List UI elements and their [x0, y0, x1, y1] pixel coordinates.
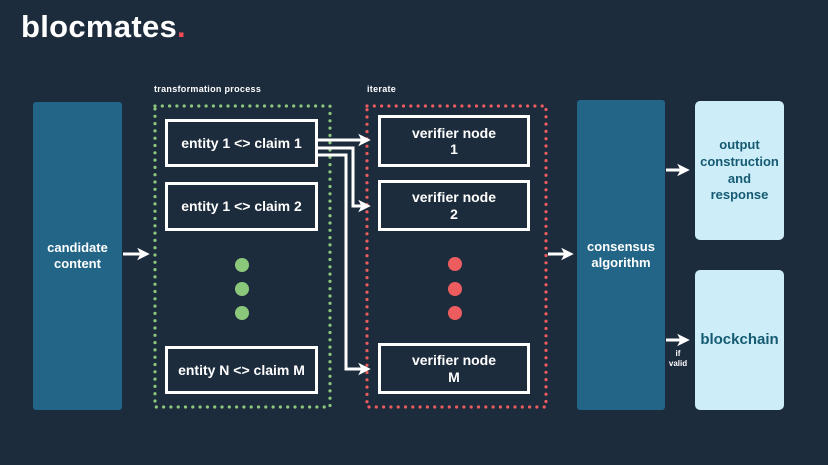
blocmates-logo: blocmates. [21, 11, 186, 42]
iterate-group-border [365, 104, 548, 409]
output-construction-box: output construction and response [695, 101, 784, 240]
iterate-label: iterate [367, 84, 397, 94]
arrow-claim-to-verifier-2 [318, 146, 371, 213]
consensus-algorithm-box: consensus algorithm [577, 100, 665, 410]
blockchain-box: blockchain [695, 270, 784, 410]
transformation-group-border [153, 104, 332, 409]
logo-dot: . [177, 9, 186, 44]
entity-claim-box-2: entity 1 <> claim 2 [165, 182, 318, 231]
arrow-claim-to-verifier-m [318, 153, 371, 376]
logo-text: blocmates [21, 9, 178, 44]
if-valid-label: if valid [668, 349, 688, 368]
red-ellipsis-dots [448, 257, 462, 320]
verifier-node-box-m: verifier node M [378, 343, 530, 394]
candidate-content-box: candidate content [33, 102, 122, 410]
entity-claim-box-1: entity 1 <> claim 1 [165, 119, 318, 167]
verifier-node-box-1: verifier node 1 [378, 115, 530, 167]
transformation-process-label: transformation process [154, 84, 262, 94]
green-ellipsis-dots [235, 258, 249, 320]
verifier-node-box-2: verifier node 2 [378, 180, 530, 231]
entity-claim-box-m: entity N <> claim M [165, 346, 318, 394]
flow-arrows [123, 133, 690, 376]
